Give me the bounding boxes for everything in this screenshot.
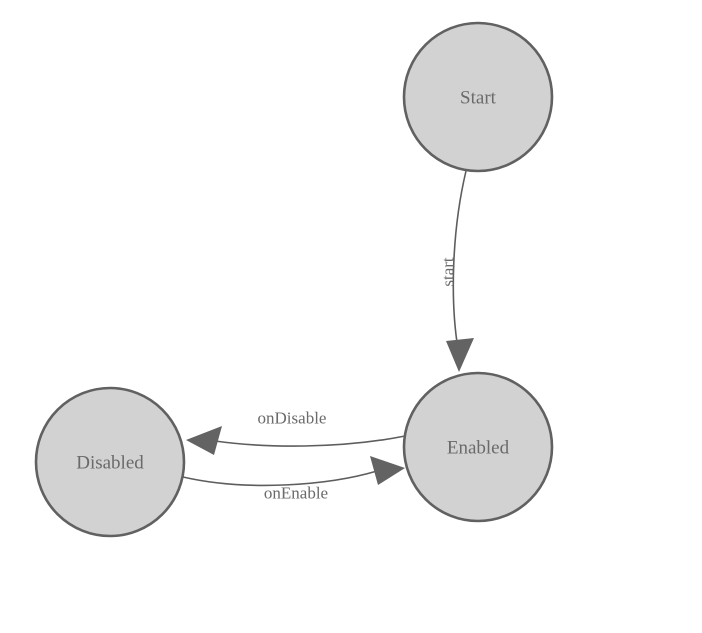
edge-disabled-to-enabled[interactable]: onEnable xyxy=(182,456,405,503)
edge-line-enabled-to-disabled xyxy=(214,435,406,447)
arrowhead-icon-start-to-enabled xyxy=(446,338,474,372)
node-circle-disabled[interactable] xyxy=(34,386,186,538)
edge-line-disabled-to-enabled xyxy=(182,470,378,487)
node-group: Start Disabled Enabled xyxy=(34,21,554,538)
edge-group: start onDisable onEnable xyxy=(182,170,475,503)
edge-label-on-enable: onEnable xyxy=(264,484,328,503)
edge-start-to-enabled[interactable]: start xyxy=(439,170,475,372)
node-label-enabled: Enabled xyxy=(447,438,510,459)
arrowhead-icon-enabled-to-disabled xyxy=(186,426,222,455)
node-enabled[interactable]: Enabled xyxy=(402,371,554,523)
node-label-start: Start xyxy=(460,88,497,109)
arrowhead-icon-disabled-to-enabled xyxy=(370,456,405,485)
node-disabled[interactable]: Disabled xyxy=(34,386,186,538)
node-label-disabled: Disabled xyxy=(76,453,144,474)
node-start[interactable]: Start xyxy=(402,21,554,173)
node-circle-start[interactable] xyxy=(402,21,554,173)
node-circle-enabled[interactable] xyxy=(402,371,554,523)
edge-line-start-to-enabled xyxy=(452,170,467,350)
edge-label-start: start xyxy=(439,257,458,287)
edge-enabled-to-disabled[interactable]: onDisable xyxy=(186,409,406,456)
edge-label-on-disable: onDisable xyxy=(258,409,327,428)
